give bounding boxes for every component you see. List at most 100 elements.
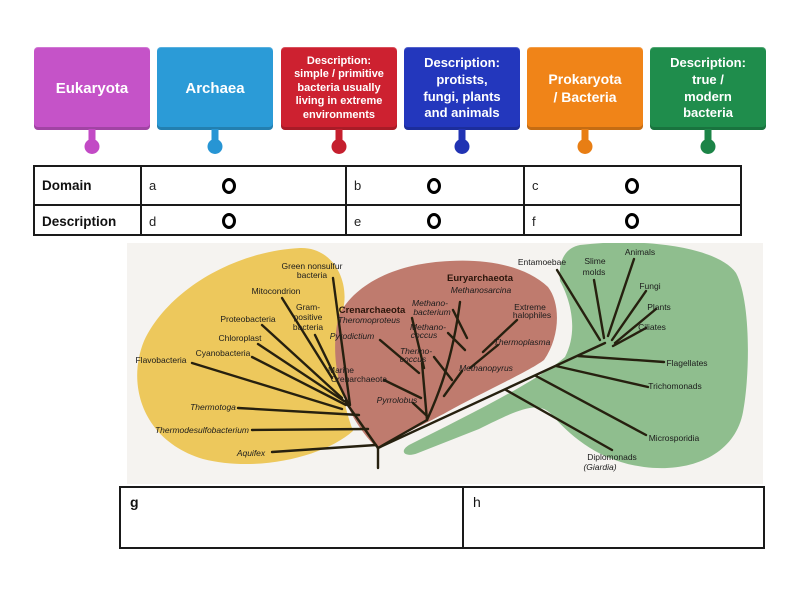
tree-label: Pyrodictium [330, 331, 374, 341]
tree-label: Microsporidia [649, 433, 700, 443]
tree-label: bacteria [293, 322, 324, 332]
tree-label: Diplomonads [587, 452, 637, 462]
description-header-cell: Description [35, 204, 140, 236]
card-pin-circle [577, 139, 593, 154]
slot-cell-g[interactable]: g [121, 488, 462, 547]
tree-label: halophiles [513, 310, 551, 320]
slot-cell-e[interactable]: e [345, 204, 523, 236]
tree-label: Entamoebae [518, 257, 566, 267]
domain-header-label: Domain [42, 178, 92, 193]
card-archaea[interactable]: Archaea [157, 47, 273, 154]
tree-label: Gram- [296, 302, 320, 312]
card-pin-stem [581, 129, 589, 143]
tree-label: Methano- [410, 322, 446, 332]
tree-label: Chloroplast [219, 333, 263, 343]
tree-label: Crenarchaeota [339, 305, 406, 316]
card-label: Eukaryota [55, 79, 129, 97]
tree-label: Methanosarcina [451, 285, 512, 295]
domain-header-cell: Domain [35, 167, 140, 204]
tree-label: Mitocondrion [252, 286, 301, 296]
tree-label: Flavobacteria [135, 355, 186, 365]
slot-cell-a[interactable]: a [140, 167, 345, 204]
tree-label: Flagellates [666, 358, 707, 368]
tree-label: Slime [584, 256, 606, 266]
tree-label: bacteria [297, 270, 328, 280]
card-pin-circle [84, 139, 100, 154]
tree-label: Marine [328, 365, 354, 375]
tree-label: bacterium [413, 307, 450, 317]
card-pin-circle [700, 139, 716, 154]
card-label: Archaea [185, 79, 245, 97]
tree-label: Thermoplasma [494, 337, 551, 347]
card-prokaryota-bacteria[interactable]: Prokaryota / Bacteria [527, 47, 643, 154]
description-header-label: Description [42, 213, 117, 229]
card-pin-stem [335, 129, 343, 143]
tree-label: Euryarchaeota [447, 273, 514, 284]
tree-label: Ciliates [638, 322, 666, 332]
tree-label: Pyrrolobus [377, 395, 418, 405]
tree-branches [190, 257, 666, 470]
card-pin-circle [331, 139, 347, 154]
drop-target-ring-e[interactable] [427, 213, 441, 229]
tree-label: coccus [411, 330, 438, 340]
tree-label: Proteobacteria [220, 314, 276, 324]
drop-target-ring-a[interactable] [222, 177, 236, 194]
slot-cell-b[interactable]: b [345, 167, 523, 204]
card-label: Description: protists, fungi, plants and… [423, 55, 501, 121]
drop-target-ring-f[interactable] [625, 213, 639, 229]
tree-label: Thermodesulfobacterium [155, 425, 249, 435]
card-label: Prokaryota / Bacteria [548, 70, 622, 105]
card-pin-circle [454, 139, 470, 154]
slot-letter-c: c [532, 178, 539, 193]
tree-label: Fungi [639, 281, 660, 291]
slot-letter-a: a [149, 178, 157, 193]
card-description-protists-fungi-plants-animals[interactable]: Description: protists, fungi, plants and… [404, 47, 520, 154]
slot-letter-e: e [354, 213, 362, 229]
tree-label: Crenarchaeota [331, 374, 388, 384]
drop-target-ring-b[interactable] [427, 177, 441, 194]
bottom-answer-strip: g h [119, 486, 765, 549]
phylogenetic-tree-svg: Green nonsulfurbacteriaMitocondrionGram-… [127, 242, 763, 484]
tree-label: Methanopyrus [459, 363, 514, 373]
slot-cell-f[interactable]: f [523, 204, 740, 236]
card-pin-circle [207, 139, 223, 154]
tree-label: Trichomonads [648, 381, 702, 391]
slot-letter-g: g [130, 494, 139, 510]
card-description-simple-primitive-bacteria[interactable]: Description: simple / primitive bacteria… [281, 47, 397, 154]
tree-label: Aquifex [236, 448, 266, 458]
bacteria-region-blob [137, 247, 353, 465]
card-eukaryota[interactable]: Eukaryota [34, 47, 150, 154]
archaea-region-blob [335, 260, 557, 449]
tree-label: Thermotoga [190, 402, 236, 412]
tree-label: Extreme [514, 302, 546, 312]
tree-label: molds [583, 267, 606, 277]
card-label: Description: simple / primitive bacteria… [294, 54, 384, 121]
slot-cell-c[interactable]: c [523, 167, 740, 204]
slot-letter-b: b [354, 178, 362, 193]
domain-description-table: Domain a b c Description d e f [33, 165, 742, 236]
tree-label: positive [294, 312, 323, 322]
card-pin-stem [88, 129, 96, 143]
tree-label: Methano- [412, 298, 448, 308]
tree-label: Cyanobacteria [196, 348, 251, 358]
card-description-true-modern-bacteria[interactable]: Description: true / modern bacteria [650, 47, 766, 154]
card-pin-stem [704, 129, 712, 143]
slot-cell-h[interactable]: h [462, 488, 763, 547]
card-pin-stem [458, 129, 466, 143]
tree-label: (Giardia) [583, 462, 616, 472]
tree-labels: Green nonsulfurbacteriaMitocondrionGram-… [135, 247, 707, 472]
tree-label: Animals [625, 247, 655, 257]
tree-label: coccus [400, 354, 427, 364]
tree-label: Plants [647, 302, 671, 312]
card-label: Description: true / modern bacteria [670, 55, 746, 121]
card-pin-stem [211, 129, 219, 143]
drop-target-ring-c[interactable] [625, 177, 639, 194]
slot-letter-h: h [473, 494, 481, 510]
slot-letter-d: d [149, 213, 157, 229]
drop-target-ring-d[interactable] [222, 213, 236, 229]
slot-cell-d[interactable]: d [140, 204, 345, 236]
slot-letter-f: f [532, 213, 536, 229]
tree-label: Thermo- [400, 346, 432, 356]
